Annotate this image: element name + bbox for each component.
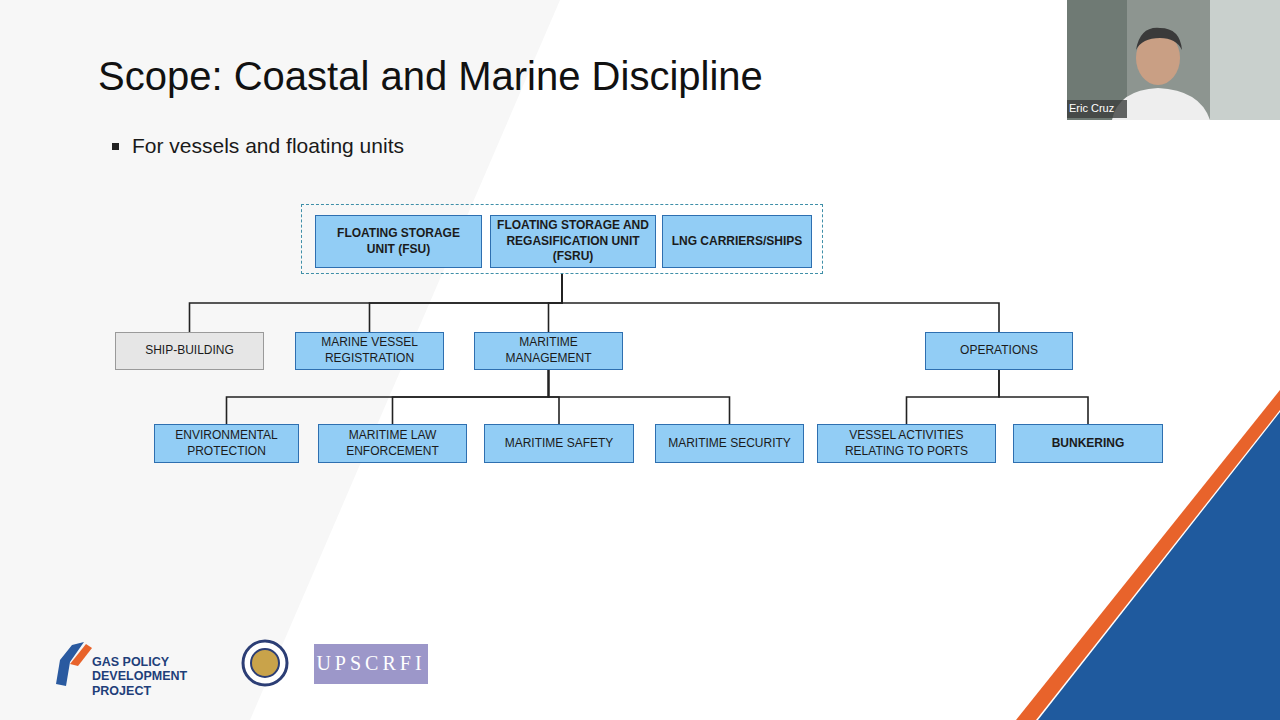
box-label: ENVIRONMENTAL PROTECTION: [161, 428, 292, 459]
category-box: FLOATING STORAGE UNIT (FSU): [315, 215, 482, 268]
webcam-window: [1210, 0, 1280, 120]
tree-connector: [227, 370, 549, 424]
institute-logo-text: UPSCRFI: [314, 652, 428, 675]
category-box: MARITIME SECURITY: [655, 424, 804, 463]
tree-connector: [562, 274, 999, 332]
category-box: OPERATIONS: [925, 332, 1073, 370]
name-shade: [1067, 100, 1127, 118]
category-box: LNG CARRIERS/SHIPS: [662, 215, 812, 268]
tree-connector: [549, 274, 563, 332]
category-box: ENVIRONMENTAL PROTECTION: [154, 424, 299, 463]
group-box: FLOATING STORAGE UNIT (FSU) FLOATING STOR…: [301, 204, 823, 274]
box-label: FLOATING STORAGE UNIT (FSU): [322, 226, 475, 257]
webcam-wall: [1067, 0, 1127, 120]
tree-connector: [999, 370, 1088, 424]
tree-connector: [549, 370, 730, 424]
category-box: VESSEL ACTIVITIES RELATING TO PORTS: [817, 424, 996, 463]
box-label: MARINE VESSEL REGISTRATION: [302, 335, 437, 366]
bullet-text: For vessels and floating units: [132, 134, 404, 158]
gas-logo-flame: [70, 644, 92, 666]
box-label: MARITIME SAFETY: [505, 436, 614, 452]
box-label: BUNKERING: [1052, 436, 1125, 452]
person-hair: [1136, 28, 1182, 50]
category-box: BUNKERING: [1013, 424, 1163, 463]
webcam-frame: [1067, 0, 1280, 120]
box-label: MARITIME MANAGEMENT: [481, 335, 616, 366]
slide-title: Scope: Coastal and Marine Discipline: [98, 54, 763, 99]
tree-connector: [393, 370, 549, 424]
category-box: MARITIME MANAGEMENT: [474, 332, 623, 370]
tree-connector: [370, 274, 563, 332]
category-box: MARITIME LAW ENFORCEMENT: [318, 424, 467, 463]
box-label: LNG CARRIERS/SHIPS: [672, 234, 803, 250]
box-label: MARITIME LAW ENFORCEMENT: [325, 428, 460, 459]
box-label: FLOATING STORAGE AND REGASIFICATION UNIT…: [497, 218, 649, 265]
seal-emblem: [243, 641, 287, 685]
box-label: SHIP-BUILDING: [145, 343, 234, 359]
category-box: SHIP-BUILDING: [115, 332, 264, 370]
seal-inner: [251, 649, 279, 677]
box-label: OPERATIONS: [960, 343, 1038, 359]
category-box: MARINE VESSEL REGISTRATION: [295, 332, 444, 370]
tree-connector: [907, 370, 1000, 424]
tree-connector: [190, 274, 563, 332]
category-box: MARITIME SAFETY: [484, 424, 634, 463]
category-box: FLOATING STORAGE AND REGASIFICATION UNIT…: [490, 215, 656, 268]
bullet-square: [112, 143, 119, 150]
upscrfi-block: [314, 644, 428, 684]
project-logo-text: GAS POLICY DEVELOPMENT PROJECT: [92, 655, 232, 698]
box-label: VESSEL ACTIVITIES RELATING TO PORTS: [824, 428, 989, 459]
speaker-name: Eric Cruz: [1069, 102, 1114, 114]
box-label: MARITIME SECURITY: [668, 436, 791, 452]
